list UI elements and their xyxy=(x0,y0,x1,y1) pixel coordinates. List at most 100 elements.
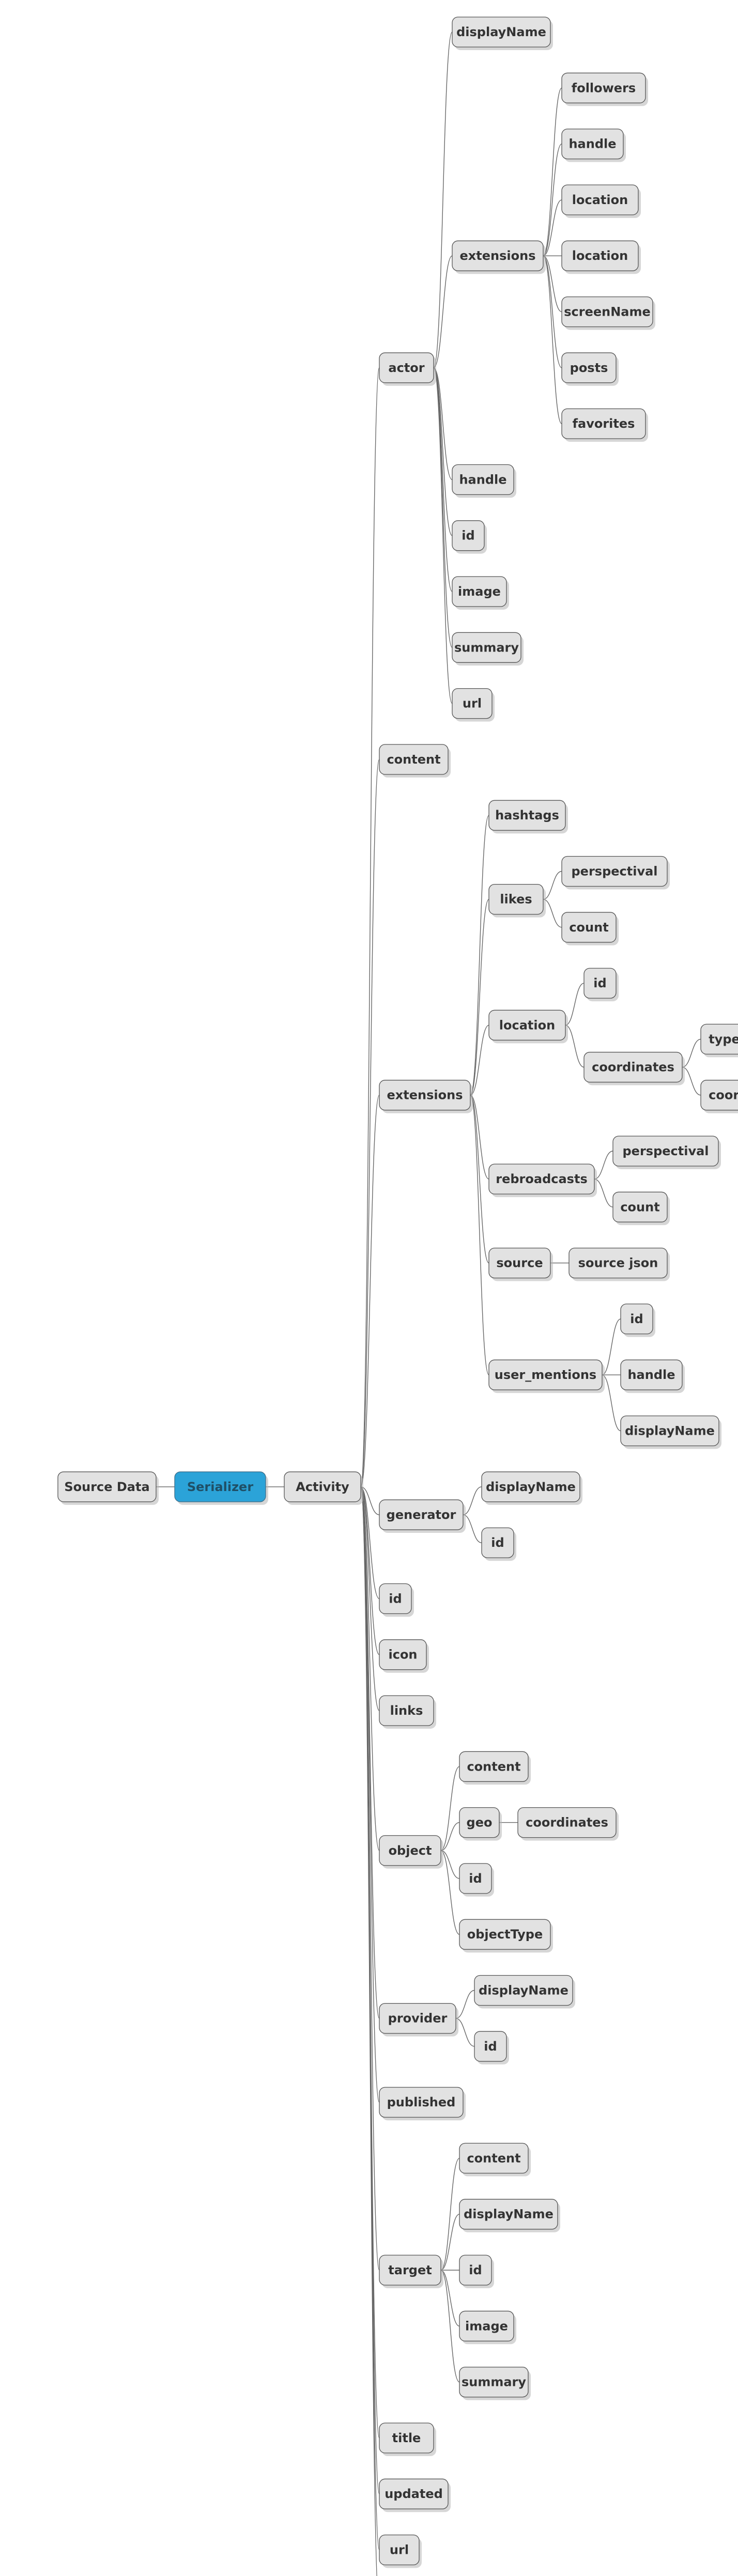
node-box xyxy=(459,1807,500,1838)
node-serializer[interactable]: Serializer xyxy=(174,1471,268,1505)
node-displayname[interactable]: displayName xyxy=(459,2199,560,2232)
node-box xyxy=(612,1136,719,1167)
node-rebroadcasts[interactable]: rebroadcasts xyxy=(488,1163,597,1198)
node-label: id xyxy=(593,976,606,990)
node-id[interactable]: id xyxy=(481,1527,516,1561)
node-posts[interactable]: posts xyxy=(561,352,619,386)
node-id[interactable]: id xyxy=(474,2031,509,2065)
node-id[interactable]: id xyxy=(452,520,487,554)
node-actor[interactable]: actor xyxy=(379,352,436,386)
node-location[interactable]: location xyxy=(561,184,641,218)
node-target[interactable]: target xyxy=(379,2255,443,2288)
node-image[interactable]: image xyxy=(452,576,509,610)
node-count[interactable]: count xyxy=(612,1191,670,1225)
edge-target-to-summary xyxy=(440,2270,460,2383)
node-box xyxy=(620,1303,653,1334)
node-box xyxy=(452,17,551,48)
node-source-json[interactable]: source json xyxy=(568,1247,670,1281)
node-followers[interactable]: followers xyxy=(561,72,648,106)
node-box xyxy=(583,968,617,999)
node-activity[interactable]: Activity xyxy=(284,1471,363,1505)
node-source-data[interactable]: Source Data xyxy=(57,1471,159,1505)
node-perspectival[interactable]: perspectival xyxy=(612,1136,721,1169)
node-coordinates[interactable]: coordinates xyxy=(700,1080,738,1113)
node-content[interactable]: content xyxy=(379,744,451,778)
edge-likes-to-count xyxy=(543,898,562,928)
node-box xyxy=(474,1975,573,2006)
node-label: summary xyxy=(462,2375,526,2389)
node-label: displayName xyxy=(625,1424,715,1438)
node-icon[interactable]: icon xyxy=(379,1639,429,1673)
node-url[interactable]: url xyxy=(452,688,495,722)
node-coordinates[interactable]: coordinates xyxy=(517,1807,619,1841)
node-perspectival[interactable]: perspectival xyxy=(561,856,670,890)
node-box xyxy=(488,1359,603,1390)
node-updated[interactable]: updated xyxy=(379,2478,451,2512)
node-label: id xyxy=(469,2263,482,2277)
node-box xyxy=(452,688,493,719)
node-label: displayName xyxy=(486,1480,576,1494)
edge-generator-to-id xyxy=(463,1514,482,1543)
node-geo[interactable]: geo xyxy=(459,1807,502,1841)
node-box xyxy=(561,856,668,887)
node-displayname[interactable]: displayName xyxy=(481,1471,582,1505)
node-objecttype[interactable]: objectType xyxy=(459,1919,553,1953)
node-summary[interactable]: summary xyxy=(452,632,524,666)
node-box xyxy=(379,2478,449,2509)
node-displayname[interactable]: displayName xyxy=(474,1975,575,2009)
node-content[interactable]: content xyxy=(459,1751,531,1785)
node-user-mentions[interactable]: user_mentions xyxy=(488,1359,605,1393)
edge-target-to-content xyxy=(440,2158,460,2271)
node-box xyxy=(561,912,617,943)
node-url[interactable]: url xyxy=(379,2534,422,2568)
node-screenname[interactable]: screenName xyxy=(561,296,655,330)
node-favorites[interactable]: favorites xyxy=(561,408,648,442)
node-handle[interactable]: handle xyxy=(452,464,516,498)
node-type[interactable]: type xyxy=(700,1023,738,1058)
node-id[interactable]: id xyxy=(379,1583,414,1617)
node-hashtags[interactable]: hashtags xyxy=(488,800,568,834)
node-links[interactable]: links xyxy=(379,1695,436,1729)
node-generator[interactable]: generator xyxy=(379,1499,466,1533)
node-box xyxy=(452,464,514,495)
node-displayname[interactable]: displayName xyxy=(620,1415,721,1449)
node-object[interactable]: object xyxy=(379,1835,443,1869)
node-handle[interactable]: handle xyxy=(561,128,626,162)
node-id[interactable]: id xyxy=(620,1303,655,1337)
node-box xyxy=(452,520,485,551)
node-id[interactable]: id xyxy=(459,1863,494,1897)
edge-activity-to-verb xyxy=(360,1486,377,2576)
node-likes[interactable]: likes xyxy=(488,884,546,918)
node-box xyxy=(517,1807,617,1838)
node-provider[interactable]: provider xyxy=(379,2003,458,2037)
node-count[interactable]: count xyxy=(561,912,619,945)
edge-actor-to-summary xyxy=(433,367,453,648)
node-id[interactable]: id xyxy=(459,2255,494,2288)
node-label: location xyxy=(499,1018,555,1032)
node-location[interactable]: location xyxy=(561,240,641,274)
node-label: updated xyxy=(385,2487,443,2501)
node-summary[interactable]: summary xyxy=(459,2366,531,2400)
node-title[interactable]: title xyxy=(379,2423,436,2456)
node-displayname[interactable]: displayName xyxy=(452,17,553,50)
node-label: posts xyxy=(570,361,608,375)
edge-object-to-content xyxy=(440,1766,460,1851)
edge-extensions-to-location xyxy=(470,1025,489,1096)
node-location[interactable]: location xyxy=(488,1010,568,1044)
node-box xyxy=(379,2087,464,2118)
node-box xyxy=(379,1583,412,1615)
node-box xyxy=(459,1751,529,1782)
node-extensions[interactable]: extensions xyxy=(452,240,546,274)
node-handle[interactable]: handle xyxy=(620,1359,685,1393)
node-label: object xyxy=(389,1843,432,1858)
node-extensions[interactable]: extensions xyxy=(379,1080,473,1113)
node-box xyxy=(379,1835,441,1866)
node-published[interactable]: published xyxy=(379,2087,466,2121)
node-content[interactable]: content xyxy=(459,2143,531,2177)
node-coordinates[interactable]: coordinates xyxy=(583,1051,685,1085)
node-id[interactable]: id xyxy=(583,968,619,1002)
node-box xyxy=(379,1499,464,1530)
edge-extensions-to-user-mentions xyxy=(470,1095,489,1375)
node-source[interactable]: source xyxy=(488,1247,553,1281)
node-image[interactable]: image xyxy=(459,2310,516,2345)
